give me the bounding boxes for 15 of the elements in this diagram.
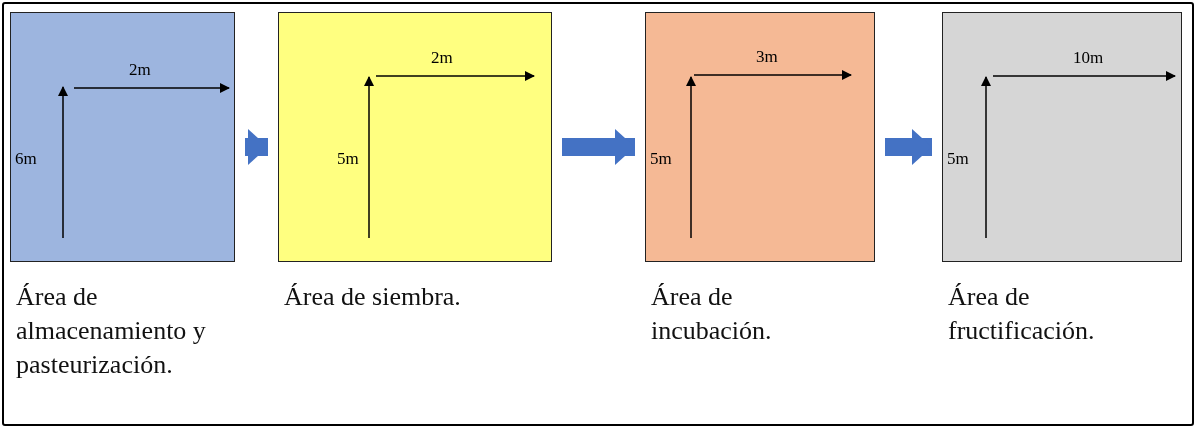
- dimension-label: 2m: [431, 48, 453, 68]
- dimension-label: 3m: [756, 47, 778, 67]
- area-caption: Área de almacenamiento y pasteurización.: [16, 281, 207, 381]
- dimension-label: 6m: [15, 149, 37, 169]
- dimension-label: 5m: [650, 149, 672, 169]
- block-arrow: [245, 129, 268, 165]
- dimension-label: 5m: [947, 149, 969, 169]
- dimension-label: 5m: [337, 149, 359, 169]
- block-arrow: [885, 129, 932, 165]
- dimension-label: 10m: [1073, 48, 1104, 68]
- dimension-label: 2m: [129, 60, 151, 80]
- area-caption: Área de siembra.: [284, 281, 462, 313]
- block-arrow: [562, 129, 635, 165]
- area-caption: Área de fructificación.: [948, 281, 1096, 347]
- area-caption: Área de incubación.: [651, 281, 773, 347]
